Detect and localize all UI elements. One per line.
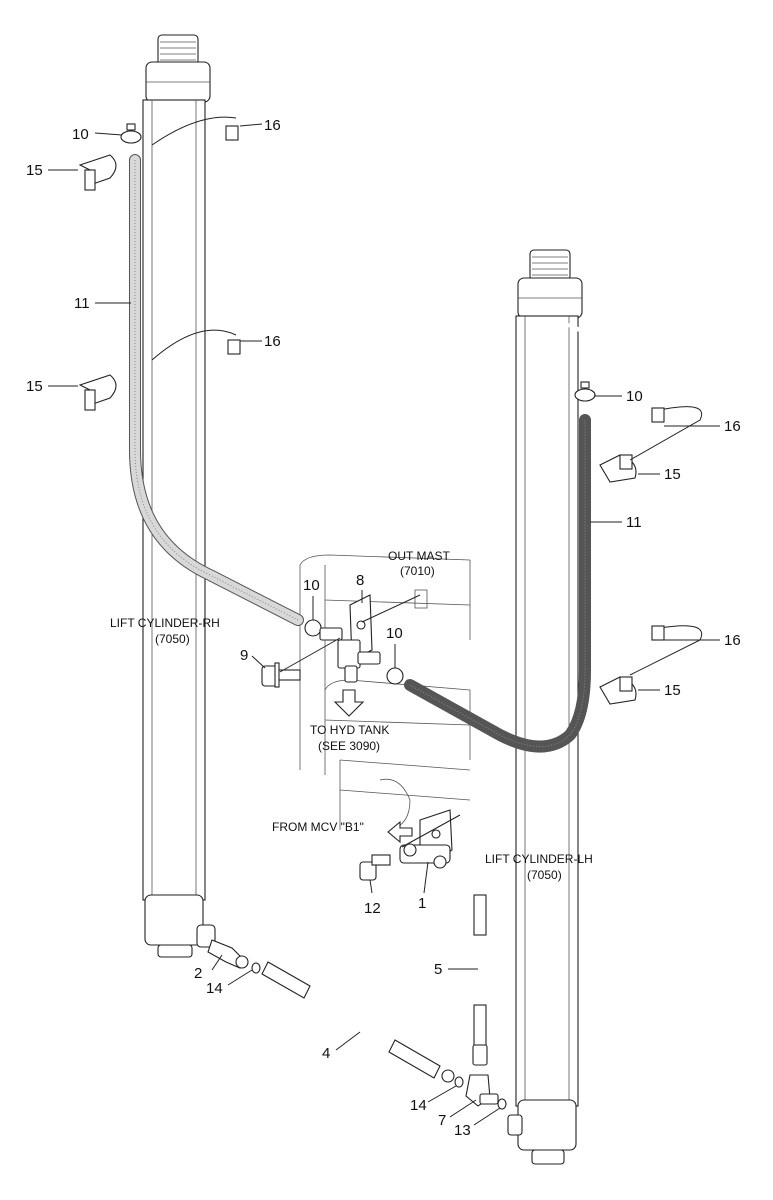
cable-tie-16-lh-upper (629, 406, 703, 461)
part-10-tee-left: 10 (303, 577, 320, 594)
part-12: 12 (364, 900, 381, 917)
hose-clamp-10-tee-right (386, 667, 404, 685)
o-ring-14-upper (251, 962, 261, 974)
part-13: 13 (454, 1122, 471, 1139)
cable-tie-16-rh-upper (151, 116, 239, 146)
mast-frame (299, 554, 471, 831)
part-11-lh: 11 (626, 514, 642, 531)
hose-11-lh (404, 323, 591, 753)
clip-15-rh-upper (78, 154, 117, 191)
part-14-lower: 14 (410, 1097, 427, 1114)
part-10-tee-right: 10 (386, 625, 403, 642)
o-ring-14-lower (454, 1076, 464, 1088)
part-15-lh-lower: 15 (664, 682, 681, 699)
label-lift-cylinder-lh: LIFT CYLINDER-LH (485, 852, 593, 866)
hose-4 (261, 961, 464, 1084)
bolt-9 (261, 662, 301, 688)
leader-lines (48, 123, 720, 1126)
label-lift-cylinder-lh-ref: (7050) (527, 868, 562, 882)
label-lift-cylinder-rh-ref: (7050) (155, 632, 190, 646)
part-16-lh-upper: 16 (724, 418, 741, 435)
arrow-from-mcv-icon (387, 820, 413, 844)
tee-fitting-8 (319, 594, 381, 683)
part-7: 7 (438, 1112, 446, 1129)
part-16-rh-upper: 16 (264, 117, 281, 134)
o-ring-13 (497, 1098, 507, 1110)
part-5: 5 (434, 961, 442, 978)
part-14-upper: 14 (206, 980, 223, 997)
hose-clamp-10-tee-left (304, 619, 322, 637)
part-numbers: 10 16 15 11 16 15 10 16 15 11 16 15 10 8… (26, 117, 741, 1139)
part-16-rh-lower: 16 (264, 333, 281, 350)
part-16-lh-lower: 16 (724, 632, 741, 649)
part-8: 8 (356, 572, 364, 589)
label-out-mast-ref: (7010) (400, 564, 435, 578)
callout-labels: OUT MAST (7010) LIFT CYLINDER-RH (7050) … (110, 549, 593, 882)
arrow-to-tank-icon (333, 689, 365, 717)
hose-5 (456, 862, 488, 1066)
label-lift-cylinder-rh: LIFT CYLINDER-RH (110, 616, 220, 630)
clip-15-rh-lower (78, 374, 117, 411)
lift-cylinder-lh (507, 249, 583, 1165)
bolt-12 (359, 854, 391, 881)
lift-cylinder-rh (142, 34, 216, 958)
elbow-7 (465, 1074, 499, 1107)
part-2: 2 (194, 965, 202, 982)
label-from-mcv: FROM MCV "B1" (272, 820, 364, 834)
cable-tie-16-lh-lower (629, 625, 703, 676)
clip-15-lh-lower (599, 676, 637, 705)
hose-clamp-10-lh-top (574, 381, 596, 402)
part-10-lh-top: 10 (626, 388, 643, 405)
part-15-rh-upper: 15 (26, 162, 43, 179)
hose-11-rh (129, 77, 304, 626)
part-4: 4 (322, 1045, 330, 1062)
label-out-mast: OUT MAST (388, 549, 450, 563)
part-9: 9 (240, 647, 248, 664)
clip-15-lh-upper (599, 454, 637, 483)
part-15-lh-upper: 15 (664, 466, 681, 483)
hose-clamp-10-rh-top (120, 123, 142, 144)
part-1: 1 (418, 895, 426, 912)
connector-2 (207, 939, 249, 969)
bracket-1 (399, 809, 453, 869)
cable-tie-16-rh-lower (151, 329, 241, 361)
part-15-rh-lower: 15 (26, 378, 43, 395)
label-to-hyd-tank-ref: (SEE 3090) (318, 739, 380, 753)
part-11-rh: 11 (74, 295, 90, 312)
part-10-rh-top: 10 (72, 126, 89, 143)
label-to-hyd-tank: TO HYD TANK (310, 723, 389, 737)
